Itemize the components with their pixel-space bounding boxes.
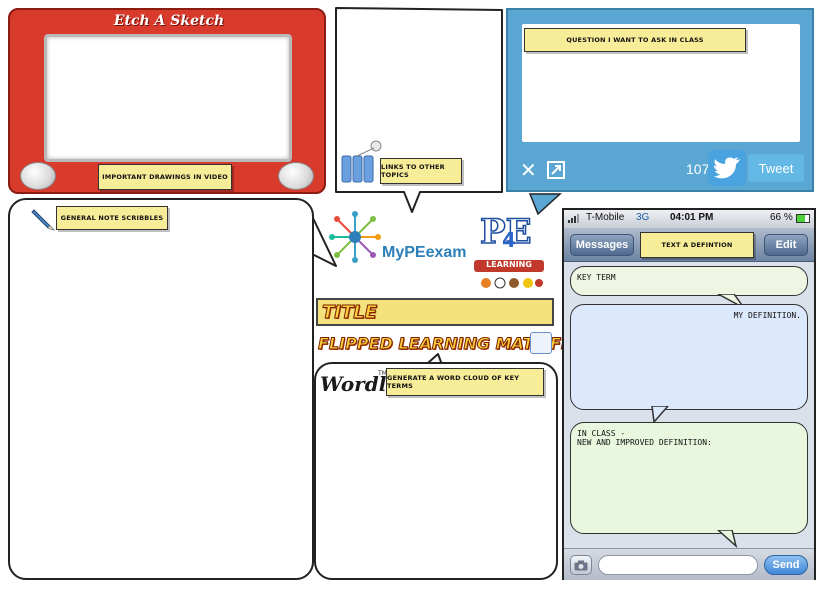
network-type: 3G xyxy=(636,212,650,223)
pe4learning-number: 4 xyxy=(502,228,516,252)
wordle-trademark: TM xyxy=(378,370,387,377)
clock-time: 04:01 PM xyxy=(670,212,714,223)
pe4learning-pe: PE xyxy=(479,211,532,253)
sports-balls-icon xyxy=(478,274,544,289)
flipped-learning-mat-title: FLIPPED LEARNING MAT #FLM xyxy=(317,334,588,354)
tweet-button[interactable]: Tweet xyxy=(748,154,804,182)
character-count: 107 xyxy=(686,161,710,177)
status-bar: T-Mobile 3G 04:01 PM 66 % xyxy=(564,210,814,228)
etch-a-sketch-title: Etch A Sketch xyxy=(113,13,225,29)
important-drawings-label: Important drawings in video xyxy=(98,164,232,190)
send-button[interactable]: Send xyxy=(764,555,808,575)
definition-bubble-tail xyxy=(651,406,669,424)
etch-a-sketch-panel: Etch A Sketch Important drawings in vide… xyxy=(8,8,326,194)
carrier-name: T-Mobile xyxy=(586,212,625,223)
wordle-logo: Wordle xyxy=(320,372,400,396)
general-notes-label: General note scribbles xyxy=(56,206,168,230)
twitter-speech-tail xyxy=(528,193,562,216)
left-knob xyxy=(20,162,56,190)
drawing-area[interactable] xyxy=(44,34,292,162)
twitter-bird-icon xyxy=(708,150,746,186)
expand-icon[interactable] xyxy=(546,160,566,180)
in-class-line-2: NEW AND IMPROVED DEFINITION: xyxy=(577,438,712,447)
battery-icon xyxy=(796,214,810,223)
message-input-bar: Send xyxy=(564,548,814,580)
wordle-panel[interactable] xyxy=(314,362,558,580)
iphone-messages-panel: T-Mobile 3G 04:01 PM 66 % Messages Text … xyxy=(562,208,816,580)
pencil-icon xyxy=(30,206,56,232)
text-a-definition-label: Text a defintion xyxy=(640,232,754,258)
my-definition-bubble[interactable]: MY DEFINITION. xyxy=(570,304,808,410)
in-class-line-1: IN CLASS - xyxy=(577,429,626,438)
pe4learning-small-logo xyxy=(530,332,552,354)
pe4learning-banner: LEARNING xyxy=(474,260,544,272)
mypeexam-logo-text: MyPEexam xyxy=(382,244,467,261)
messages-back-button[interactable]: Messages xyxy=(570,234,634,256)
general-notes-panel[interactable] xyxy=(8,198,314,580)
right-knob xyxy=(278,162,314,190)
close-icon[interactable]: ✕ xyxy=(520,158,537,182)
word-cloud-label: Generate a word cloud of key terms xyxy=(386,368,544,396)
camera-icon[interactable] xyxy=(570,555,592,575)
message-text-input[interactable] xyxy=(598,555,758,575)
links-label: Links to other topics xyxy=(380,158,462,184)
title-text: TITLE xyxy=(321,302,378,324)
in-class-bubble-tail xyxy=(716,530,738,548)
mypeexam-logo-icon xyxy=(328,210,382,264)
messages-nav-bar: Messages Text a defintion Edit xyxy=(564,228,814,262)
key-term-bubble[interactable]: KEY TERM xyxy=(570,266,808,296)
in-class-definition-bubble[interactable]: IN CLASS - NEW AND IMPROVED DEFINITION: xyxy=(570,422,808,534)
my-definition-text: MY DEFINITION. xyxy=(733,311,801,320)
title-bar[interactable]: TITLE xyxy=(316,298,554,326)
tweet-compose-panel: Question I want to ask in class ✕ 107 Tw… xyxy=(506,8,814,192)
key-term-text: KEY TERM xyxy=(577,273,616,282)
battery-percent: 66 % xyxy=(770,212,793,223)
links-network-icon xyxy=(340,140,384,188)
signal-icon xyxy=(568,213,582,223)
edit-button[interactable]: Edit xyxy=(764,234,808,256)
question-label: Question I want to ask in class xyxy=(524,28,746,52)
pe4learning-logo: PE 4 LEARNING xyxy=(472,211,550,289)
